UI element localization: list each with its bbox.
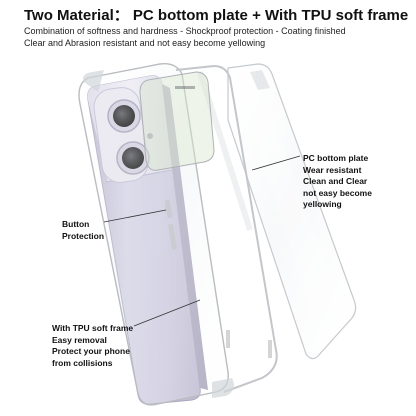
pc-back-plate [227, 63, 357, 360]
callout-pc-plate: PC bottom plate Wear resistant Clean and… [303, 153, 372, 211]
callout-button-line-1: Button [62, 219, 90, 229]
callout-tpu-line-3: Protect your phone [52, 346, 130, 356]
callout-tpu-frame: With TPU soft frame Easy removal Protect… [52, 323, 133, 369]
callout-button-protection: Button Protection [62, 219, 104, 242]
page-title: Two Material： PC bottom plate + With TPU… [24, 7, 409, 24]
callout-pc-line-1: PC bottom plate [303, 153, 369, 163]
callout-button-line-2: Protection [62, 230, 105, 241]
callout-pc-line-2: Wear resistant [303, 164, 362, 175]
description-line-1: Combination of softness and hardness - S… [24, 26, 346, 36]
callout-leader-lines [103, 155, 301, 327]
button-cover-2 [168, 223, 177, 250]
clear-tpu-case [78, 63, 278, 406]
leader-line-button [103, 209, 167, 223]
callout-pc-line-5: yellowing [303, 199, 342, 209]
leader-line-pc [251, 155, 301, 171]
callout-tpu-line-4: from collisions [52, 357, 113, 368]
leader-line-tpu [133, 299, 201, 327]
description-line-2: Clear and Abrasion resistant and not eas… [24, 38, 266, 48]
callout-tpu-line-2: Easy removal [52, 334, 107, 345]
button-cover-1 [164, 199, 173, 218]
callout-pc-line-3: Clean and Clear [303, 176, 368, 186]
callout-tpu-line-1: With TPU soft frame [52, 323, 134, 333]
callout-pc-line-4: not easy become [303, 187, 372, 198]
